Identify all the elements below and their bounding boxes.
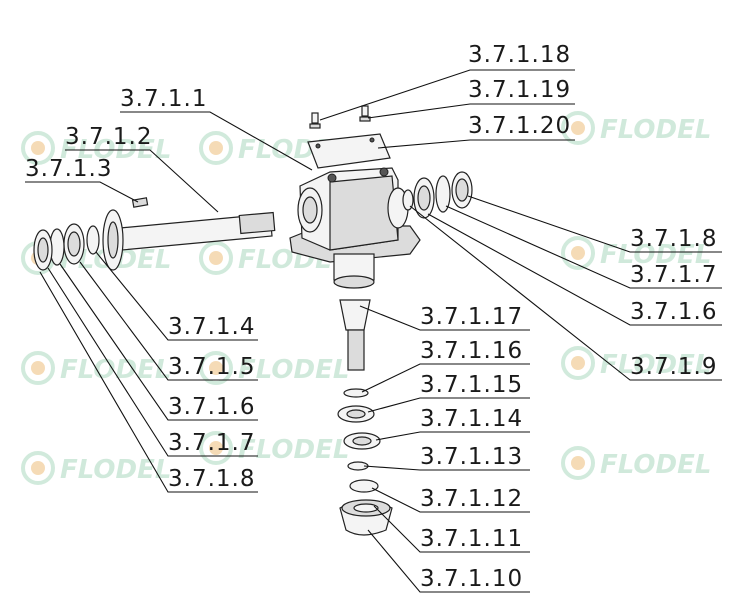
part-bottom-cover-3-7-1-10	[339, 499, 393, 536]
part-input-shaft-3-7-1-2	[102, 209, 276, 271]
watermark-group: FLODEL FLODEL FLODEL FLODEL	[21, 111, 711, 485]
watermark-10: FLODEL	[21, 451, 171, 485]
part-spacer-3-7-1-12	[349, 479, 379, 493]
part-housing-3-7-1-1	[289, 167, 421, 289]
label-3-7-1-19: 3.7.1.19	[468, 77, 571, 103]
label-3-7-1-16: 3.7.1.16	[420, 338, 523, 364]
gear-sun-icon	[21, 351, 55, 385]
label-3-7-1-7-left: 3.7.1.7	[168, 430, 255, 456]
watermark-brand: FLODEL	[60, 455, 171, 485]
label-3-7-1-10: 3.7.1.10	[420, 566, 523, 592]
watermark-12: FLODEL	[561, 446, 711, 480]
label-3-7-1-3: 3.7.1.3	[25, 156, 112, 182]
label-3-7-1-7-right: 3.7.1.7	[630, 262, 717, 288]
watermark-brand: FLODEL	[60, 355, 171, 385]
part-bearing-3-7-1-14	[343, 432, 381, 450]
part-bearing-3-7-1-15	[337, 405, 375, 423]
gear-sun-icon	[561, 236, 595, 270]
watermark-7: FLODEL	[21, 351, 171, 385]
gear-sun-icon	[561, 111, 595, 145]
label-3-7-1-5: 3.7.1.5	[168, 354, 255, 380]
label-3-7-1-18: 3.7.1.18	[468, 42, 571, 68]
gear-sun-icon	[199, 131, 233, 165]
gear-sun-icon	[561, 346, 595, 380]
part-circlip-3-7-1-16	[343, 388, 369, 398]
label-3-7-1-14: 3.7.1.14	[420, 406, 523, 432]
label-3-7-1-4: 3.7.1.4	[168, 314, 255, 340]
label-3-7-1-11: 3.7.1.11	[420, 526, 523, 552]
label-3-7-1-8-left: 3.7.1.8	[168, 466, 255, 492]
watermark-6: FLODEL	[561, 236, 711, 270]
part-cover-plate-3-7-1-20	[307, 133, 391, 169]
watermark-9: FLODEL	[561, 346, 711, 380]
gear-sun-icon	[199, 241, 233, 275]
watermark-brand: FLODEL	[600, 115, 711, 145]
label-3-7-1-6-left: 3.7.1.6	[168, 394, 255, 420]
watermark-brand: FLODEL	[600, 350, 711, 380]
part-key-3-7-1-3	[131, 197, 149, 208]
gear-sun-icon	[561, 446, 595, 480]
gear-sun-icon	[21, 451, 55, 485]
watermark-11: FLODEL	[199, 431, 349, 465]
label-3-7-1-20: 3.7.1.20	[468, 113, 571, 139]
gear-sun-icon	[199, 351, 233, 385]
part-labels: 3.7.1.18 3.7.1.19 3.7.1.20 3.7.1.1 3.7.1…	[25, 42, 717, 592]
part-right-bearing-stack	[402, 171, 473, 219]
part-bolt-3-7-1-18	[309, 105, 371, 129]
label-3-7-1-13: 3.7.1.13	[420, 444, 523, 470]
watermark-brand: FLODEL	[238, 435, 349, 465]
label-3-7-1-2: 3.7.1.2	[65, 124, 152, 150]
label-3-7-1-12: 3.7.1.12	[420, 486, 523, 512]
label-3-7-1-15: 3.7.1.15	[420, 372, 523, 398]
watermark-brand: FLODEL	[600, 240, 711, 270]
leader-lines	[25, 69, 722, 593]
watermark-brand: FLODEL	[600, 450, 711, 480]
label-3-7-1-8-right: 3.7.1.8	[630, 226, 717, 252]
label-3-7-1-1: 3.7.1.1	[120, 86, 207, 112]
label-3-7-1-6-right: 3.7.1.6	[630, 299, 717, 325]
label-3-7-1-17: 3.7.1.17	[420, 304, 523, 330]
label-3-7-1-9: 3.7.1.9	[630, 354, 717, 380]
gear-sun-icon	[199, 431, 233, 465]
gear-sun-icon	[21, 131, 55, 165]
watermark-3: FLODEL	[561, 111, 711, 145]
part-left-bearing-stack	[33, 223, 100, 271]
